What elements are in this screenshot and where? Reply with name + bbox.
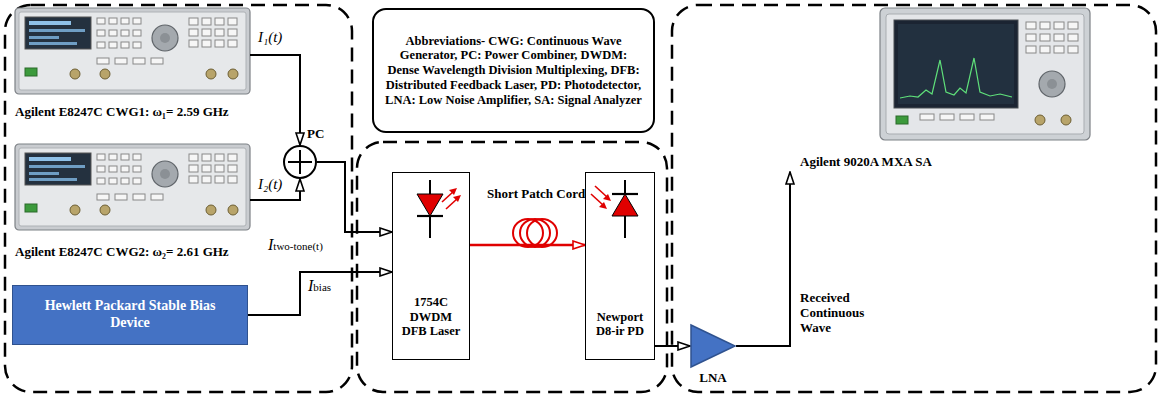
bias-device: Hewlett Packard Stable Bias Device xyxy=(12,285,248,345)
power-combiner: PC xyxy=(283,145,317,179)
combiner-symbol xyxy=(284,146,316,178)
photodiode-symbol xyxy=(624,180,626,194)
signal-name: Itwo-tone(t) xyxy=(268,236,323,254)
node-label: Agilent E8247C CWG1: ω₁= 2.59 GHz xyxy=(15,104,273,119)
photodiode-symbol xyxy=(624,216,626,238)
photodiode-symbol xyxy=(603,194,611,201)
photodiode-symbol xyxy=(599,202,607,209)
combiner-symbol xyxy=(288,161,312,163)
photodiode-symbol xyxy=(612,194,638,216)
signal-generator: Agilent E8247C CWG1: ω₁= 2.59 GHz xyxy=(12,6,275,122)
amplifier-symbol xyxy=(690,324,736,368)
signal-generator: Agilent E8247C CWG2: ω₂= 2.61 GHz xyxy=(12,140,275,262)
signal-wire xyxy=(736,172,790,346)
signal-wire xyxy=(655,345,690,347)
node-label: PC xyxy=(307,126,324,141)
photodiode-symbol xyxy=(595,186,607,197)
signal-generator-picture xyxy=(15,8,250,94)
node-label: 1754C DWDM DFB Laser xyxy=(398,295,464,339)
dfb-laser: 1754C DWDM DFB Laser xyxy=(392,172,470,360)
photodetector: Newport D8-ir PD xyxy=(585,172,655,360)
signal-name: Ibias xyxy=(308,277,331,295)
signal-wire xyxy=(248,272,392,315)
node-label: Hewlett Packard Stable Bias Device xyxy=(41,298,219,331)
node-label: Newport D8-ir PD xyxy=(591,310,649,340)
node-label: Agilent E8247C CWG2: ω₂= 2.61 GHz xyxy=(15,244,273,259)
edge-label: Received Continuous Wave xyxy=(800,291,886,336)
node-label: LNA xyxy=(678,370,748,385)
node-label: Agilent 9020A MXA SA xyxy=(800,154,1098,169)
laser-diode-symbol xyxy=(453,195,461,202)
edge-label: Short Patch Cord xyxy=(487,187,585,202)
fiber-coil xyxy=(513,219,557,247)
signal-analyzer: Agilent 9020A MXA SA xyxy=(770,6,1100,172)
signal-name: I₁(t) xyxy=(258,29,282,46)
signal-wire xyxy=(317,162,392,232)
amplifier-symbol xyxy=(691,325,735,367)
photodiode-symbol xyxy=(585,172,655,246)
low-noise-amplifier: LNA xyxy=(690,324,736,368)
signal-generator-picture xyxy=(15,144,250,230)
photodiode-symbol xyxy=(591,194,603,205)
signal-name: I₂(t) xyxy=(258,176,282,193)
laser-diode-symbol xyxy=(392,172,470,246)
laser-diode-symbol xyxy=(429,216,431,238)
laser-diode-symbol xyxy=(417,194,443,216)
signal-wire xyxy=(275,55,300,145)
combiner-symbol xyxy=(283,145,317,179)
signal-analyzer-picture xyxy=(880,8,1090,140)
laser-diode-symbol xyxy=(429,180,431,194)
abbreviation-box: Abbreviations- CWG: Continuous Wave Gene… xyxy=(372,8,655,133)
laser-diode-symbol xyxy=(449,188,457,195)
node-label: Abbreviations- CWG: Continuous Wave Gene… xyxy=(383,34,644,108)
region-outline xyxy=(5,5,1156,392)
